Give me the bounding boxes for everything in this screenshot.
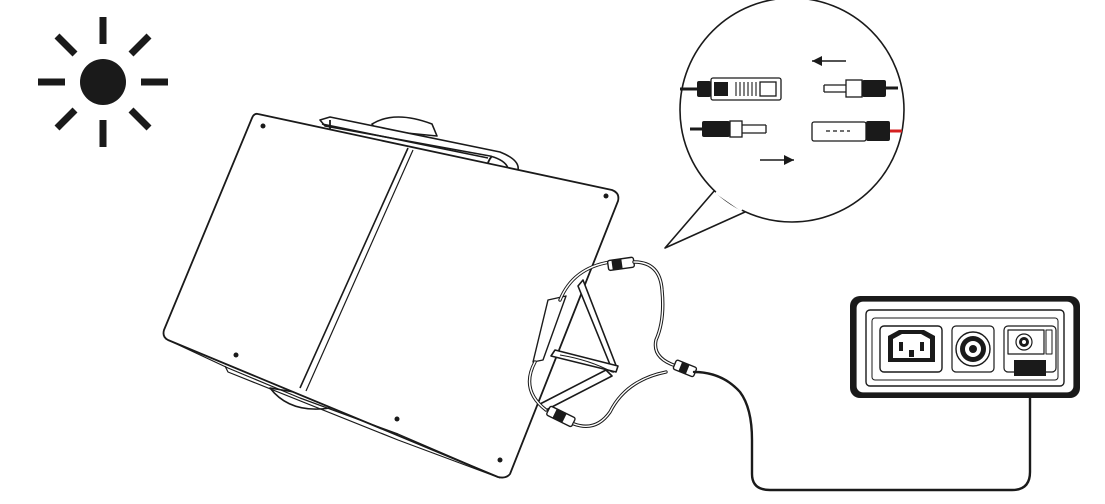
main-cable	[692, 370, 1032, 492]
mc4-connector-lower	[546, 405, 576, 428]
panel-cables	[527, 256, 1032, 492]
power-station	[850, 296, 1080, 398]
mc4-female-connector-top	[680, 77, 782, 101]
panel-kickstand	[539, 279, 619, 411]
solar-input-port-icon	[1003, 325, 1057, 376]
mc4-male-connector-bottom	[690, 120, 767, 138]
mc4-connector-upper	[606, 256, 636, 272]
dc-port-icon	[951, 325, 995, 373]
sun-icon	[38, 17, 168, 147]
panel-handle-back	[371, 116, 438, 137]
connector-zoom-callout	[664, 0, 905, 249]
solar-panel	[162, 112, 620, 479]
mc4-male-connector-top	[823, 79, 898, 98]
arrow-right-icon	[760, 155, 794, 165]
mc4-female-connector-bottom	[811, 121, 902, 142]
ac-outlet-icon	[879, 325, 943, 373]
panel-fold-seam	[299, 147, 409, 389]
panel-face	[162, 112, 620, 479]
y-splitter-connector	[672, 359, 698, 378]
arrow-left-icon	[812, 56, 846, 66]
